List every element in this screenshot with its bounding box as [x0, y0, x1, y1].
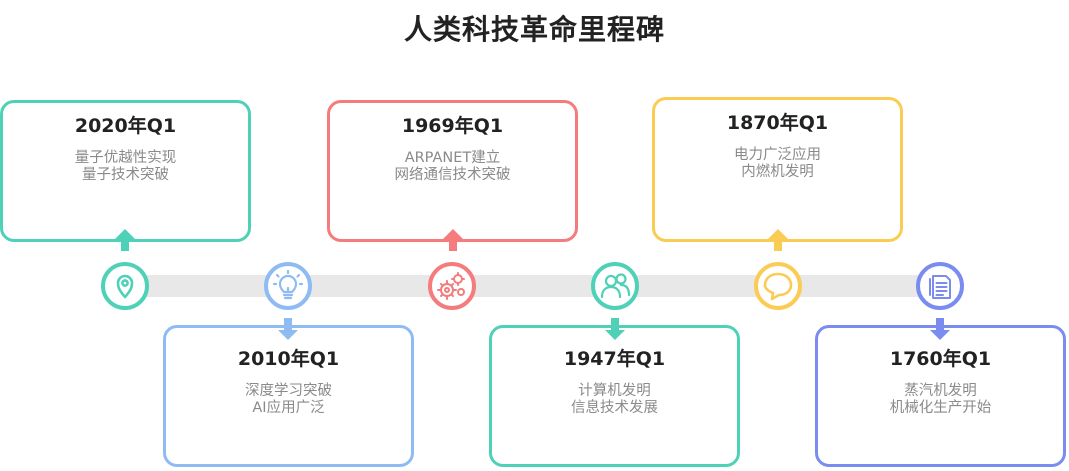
milestone-line: AI应用广泛: [252, 400, 325, 416]
speech-bubble-icon: [754, 262, 802, 310]
page-title: 人类科技革命里程碑: [403, 13, 665, 46]
milestone-line: 机械化生产开始: [889, 400, 992, 416]
milestone-description: ARPANET建立 网络通信技术突破: [330, 150, 575, 184]
arrow-down-icon: [278, 318, 298, 340]
arrow-up-icon: [443, 229, 463, 251]
location-pin-icon: [101, 262, 149, 310]
arrow-up-icon: [768, 229, 788, 251]
gears-icon: [428, 262, 476, 310]
milestone-line: 深度学习突破: [245, 383, 332, 399]
milestone-description: 量子优越性实现 量子技术突破: [3, 150, 248, 184]
milestone-line: 信息技术发展: [571, 400, 658, 416]
milestone-line: 内燃机发明: [741, 164, 814, 180]
milestone-line: 量子优越性实现: [74, 150, 177, 166]
milestone-line: 量子技术突破: [82, 167, 169, 183]
milestone-card-1947: 1947年Q1 计算机发明 信息技术发展: [489, 325, 740, 467]
timeline-track: [110, 275, 950, 297]
milestone-description: 电力广泛应用 内燃机发明: [655, 147, 900, 181]
milestone-year: 1969年Q1: [401, 115, 504, 137]
milestone-description: 计算机发明 信息技术发展: [492, 383, 737, 417]
document-icon: [916, 262, 964, 310]
milestone-year: 2010年Q1: [237, 348, 340, 370]
milestone-line: ARPANET建立: [404, 150, 501, 166]
milestone-line: 电力广泛应用: [734, 147, 821, 163]
users-icon: [591, 262, 639, 310]
milestone-card-1870: 1870年Q1 电力广泛应用 内燃机发明: [652, 97, 903, 242]
arrow-up-icon: [115, 229, 135, 251]
milestone-card-2020: 2020年Q1 量子优越性实现 量子技术突破: [0, 100, 251, 242]
milestone-year: 2020年Q1: [74, 115, 177, 137]
milestone-year: 1947年Q1: [563, 348, 666, 370]
milestone-line: 计算机发明: [578, 383, 651, 399]
arrow-down-icon: [605, 318, 625, 340]
milestone-card-1969: 1969年Q1 ARPANET建立 网络通信技术突破: [327, 100, 578, 242]
milestone-card-2010: 2010年Q1 深度学习突破 AI应用广泛: [163, 325, 414, 467]
milestone-description: 蒸汽机发明 机械化生产开始: [818, 383, 1063, 417]
milestone-description: 深度学习突破 AI应用广泛: [166, 383, 411, 417]
arrow-down-icon: [930, 318, 950, 340]
milestone-card-1760: 1760年Q1 蒸汽机发明 机械化生产开始: [815, 325, 1066, 467]
milestone-line: 蒸汽机发明: [904, 383, 977, 399]
milestone-line: 网络通信技术突破: [394, 167, 511, 183]
lightbulb-icon: [264, 262, 312, 310]
milestone-year: 1870年Q1: [726, 112, 829, 134]
milestone-year: 1760年Q1: [889, 348, 992, 370]
